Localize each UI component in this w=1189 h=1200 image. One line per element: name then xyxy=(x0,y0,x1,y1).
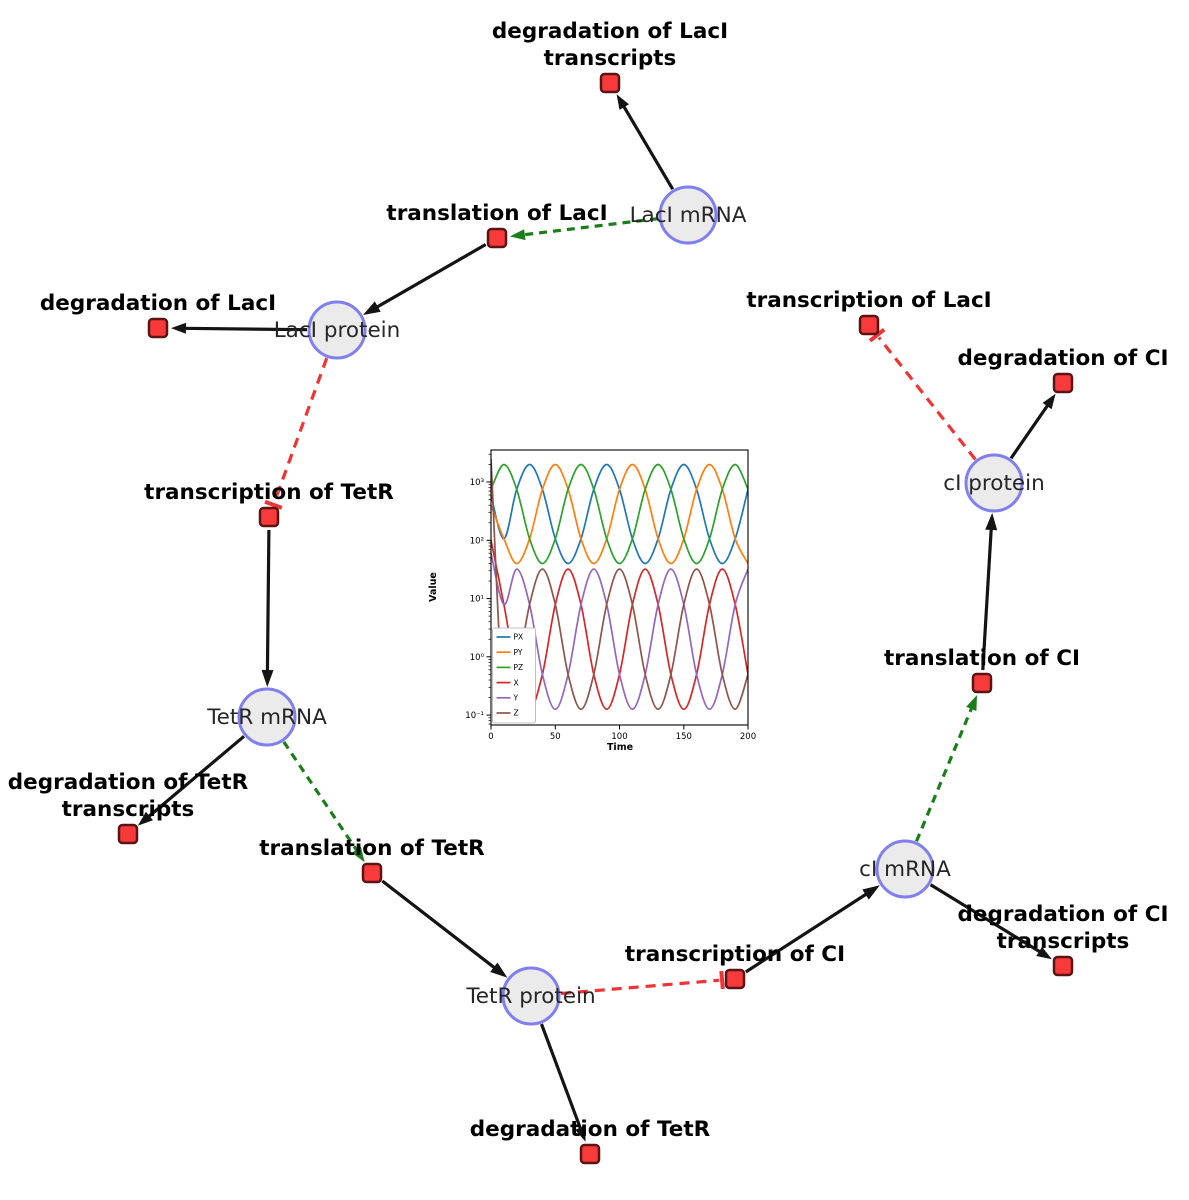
inhibition-tee-icon xyxy=(868,328,886,343)
species-label-laci_mrna: LacI mRNA xyxy=(630,203,747,228)
arrowhead-icon xyxy=(363,301,381,315)
reaction-node-txn_tetr[interactable] xyxy=(258,506,280,528)
x-tick-label: 200 xyxy=(740,732,756,742)
y-tick-label: 10¹ xyxy=(470,595,484,605)
arrowhead-icon xyxy=(351,846,365,863)
species-node-laci_protein[interactable] xyxy=(307,300,367,360)
legend-label-Y: Y xyxy=(513,694,519,703)
legend-label-Z: Z xyxy=(514,709,519,718)
x-tick-label: 150 xyxy=(676,732,692,742)
reaction-label-txn_tetr: transcription of TetR xyxy=(144,480,394,505)
reaction-label-deg_laci: degradation of LacI xyxy=(40,291,276,316)
reaction-label-deg_tetr_tx-line2: transcripts xyxy=(62,797,195,822)
reaction-label-deg_tetr: degradation of TetR xyxy=(470,1117,711,1142)
reaction-node-txn_ci[interactable] xyxy=(724,968,746,990)
edge-transl_tetr-tetr_protein-production xyxy=(381,879,498,971)
edge-ci_protein-txn_laci-inhibition xyxy=(877,336,977,461)
arrowhead-icon xyxy=(966,695,977,711)
reaction-label-txn_laci: transcription of LacI xyxy=(746,288,991,313)
arrowhead-icon xyxy=(137,811,153,826)
edge-tetr_mrna-deg_tetr_tx-consumption xyxy=(145,735,246,820)
species-node-tetr_protein[interactable] xyxy=(501,966,561,1026)
y-tick-label: 10⁰ xyxy=(470,653,485,663)
edge-ci_mrna-deg_ci_tx-consumption xyxy=(929,883,1044,955)
reaction-label-deg_ci_tx-line2: transcripts xyxy=(997,929,1130,954)
edge-laci_protein-deg_laci-consumption xyxy=(181,326,308,332)
edge-tetr_protein-deg_tetr-consumption xyxy=(540,1023,584,1133)
inhibition-tee-icon xyxy=(719,970,725,990)
reaction-label-deg_tetr_tx-line1: degradation of TetR xyxy=(8,770,249,795)
edge-laci_mrna-deg_laci_tx-consumption xyxy=(620,102,675,191)
legend-label-PX: PX xyxy=(514,633,524,642)
reaction-node-deg_tetr_tx[interactable] xyxy=(117,823,139,845)
reaction-label-deg_ci_tx-line1: degradation of CI xyxy=(958,902,1169,927)
reaction-node-deg_laci_tx[interactable] xyxy=(599,72,621,94)
species-node-ci_mrna[interactable] xyxy=(875,839,935,899)
edge-transl_laci-laci_protein-production xyxy=(373,243,487,310)
species-node-laci_mrna[interactable] xyxy=(658,185,718,245)
inhibition-tee-icon xyxy=(264,499,283,510)
edges-layer xyxy=(137,94,1056,1142)
edge-txn_ci-ci_mrna-production xyxy=(745,891,870,974)
arrowhead-icon xyxy=(490,962,508,978)
arrowhead-icon xyxy=(509,229,526,241)
reaction-node-deg_laci[interactable] xyxy=(147,317,169,339)
reaction-node-txn_laci[interactable] xyxy=(858,314,880,336)
reaction-label-transl_ci: translation of CI xyxy=(884,646,1080,671)
edge-laci_mrna-transl_laci-modifier xyxy=(520,217,659,237)
arrowhead-icon xyxy=(1036,946,1052,960)
species-label-tetr_protein: TetR protein xyxy=(465,984,595,1009)
x-tick-label: 50 xyxy=(550,732,561,742)
arrowhead-icon xyxy=(1042,393,1056,410)
reaction-node-deg_ci_tx[interactable] xyxy=(1052,955,1074,977)
y-tick-label: 10³ xyxy=(470,478,484,488)
y-tick-label: 10² xyxy=(470,536,484,546)
arrowhead-icon xyxy=(261,669,274,687)
series-line-PY xyxy=(491,463,748,565)
x-tick-label: 100 xyxy=(611,732,627,742)
reaction-label-txn_ci: transcription of CI xyxy=(625,942,845,967)
edge-ci_mrna-transl_ci-modifier xyxy=(915,704,975,842)
species-label-laci_protein: LacI protein xyxy=(274,318,401,343)
reaction-label-deg_laci_tx-line1: degradation of LacI xyxy=(492,19,728,44)
edge-ci_protein-deg_ci-consumption xyxy=(1009,401,1051,460)
arrowhead-icon xyxy=(575,1125,586,1142)
arrowhead-icon xyxy=(862,885,880,900)
reaction-label-deg_laci_tx-line2: transcripts xyxy=(544,46,677,71)
edge-laci_protein-txn_tetr-inhibition xyxy=(272,357,329,503)
x-tick-label: 0 xyxy=(488,732,493,742)
species-label-ci_protein: cI protein xyxy=(943,471,1044,496)
reaction-node-transl_laci[interactable] xyxy=(486,227,508,249)
chart-y-axis-label: Value xyxy=(428,572,439,602)
edge-transl_ci-ci_protein-production xyxy=(981,525,993,671)
reaction-label-deg_ci: degradation of CI xyxy=(958,346,1169,371)
reaction-node-transl_tetr[interactable] xyxy=(361,862,383,884)
arrowhead-icon xyxy=(171,322,187,334)
reaction-node-deg_tetr[interactable] xyxy=(579,1143,601,1165)
series-line-PZ xyxy=(491,463,748,565)
y-tick-label: 10⁻¹ xyxy=(465,711,484,721)
legend-label-PY: PY xyxy=(514,648,523,657)
edge-txn_tetr-tetr_mrna-production xyxy=(265,529,271,675)
legend-label-X: X xyxy=(514,678,519,687)
reaction-node-transl_ci[interactable] xyxy=(971,672,993,694)
arrowhead-icon xyxy=(616,94,629,110)
species-node-tetr_mrna[interactable] xyxy=(237,687,297,747)
chart-x-axis-label: Time xyxy=(607,742,633,753)
edge-tetr_protein-txn_ci-inhibition xyxy=(560,978,720,996)
species-label-ci_mrna: cI mRNA xyxy=(859,857,951,882)
species-label-tetr_mrna: TetR mRNA xyxy=(206,705,327,730)
legend-label-PZ: PZ xyxy=(514,663,524,672)
reaction-label-transl_laci: translation of LacI xyxy=(386,201,607,226)
reaction-node-deg_ci[interactable] xyxy=(1052,372,1074,394)
arrowhead-icon xyxy=(985,512,998,531)
reaction-label-transl_tetr: translation of TetR xyxy=(259,836,485,861)
species-node-ci_protein[interactable] xyxy=(964,453,1024,513)
chart-series-layer xyxy=(491,458,748,723)
